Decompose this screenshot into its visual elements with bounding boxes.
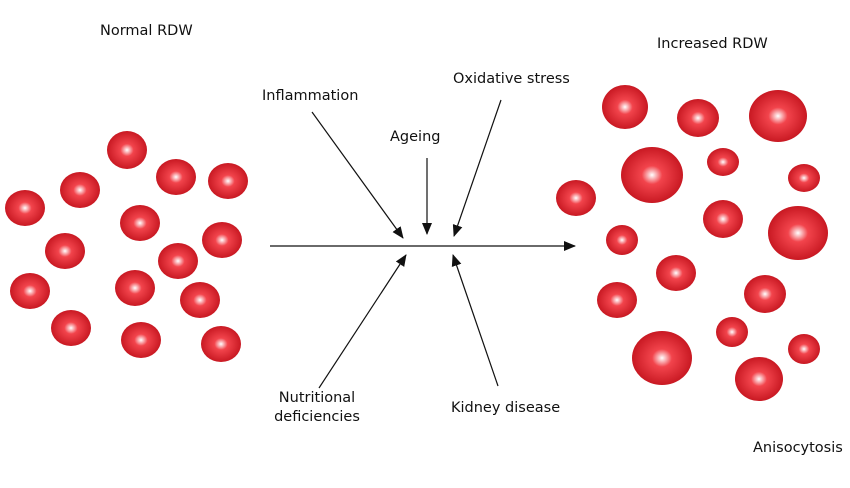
increased-red-blood-cell-icon-15 — [788, 334, 820, 364]
normal-red-blood-cell-icon-9 — [158, 243, 198, 279]
nutritional-line-1: Nutritional — [278, 390, 356, 406]
increased-rdw-label: Increased RDW — [657, 36, 768, 52]
normal-red-blood-cell-icon-2 — [60, 172, 100, 208]
nutritional-deficiencies-arrow — [318, 254, 407, 389]
oxidative-stress-label: Oxidative stress — [453, 71, 570, 87]
normal-red-blood-cell-icon-14 — [121, 322, 161, 358]
increased-red-blood-cell-icon-4 — [621, 147, 683, 203]
increased-red-blood-cell-icon-16 — [632, 331, 692, 385]
kidney-disease-label: Kidney disease — [451, 400, 561, 416]
increased-red-blood-cell-icon-1 — [602, 85, 648, 129]
normal-red-blood-cell-icon-1 — [107, 131, 147, 169]
increased-red-blood-cell-icon-8 — [703, 200, 743, 238]
increased-red-blood-cell-icon-11 — [656, 255, 696, 291]
normal-red-blood-cell-icon-13 — [51, 310, 91, 346]
normal-red-blood-cell-icon-7 — [45, 233, 85, 269]
normal-red-blood-cell-icon-6 — [120, 205, 160, 241]
normal-red-blood-cell-icon-12 — [180, 282, 220, 318]
normal-red-blood-cell-icon-4 — [208, 163, 248, 199]
normal-red-blood-cell-icon-15 — [201, 326, 241, 362]
nutritional-line-2: deficiencies — [274, 409, 360, 425]
increased-red-blood-cell-icon-6 — [788, 164, 820, 192]
increased-red-blood-cell-icon-10 — [606, 225, 638, 255]
arrow-group — [270, 99, 576, 389]
anisocytosis-label: Anisocytosis — [753, 440, 843, 456]
increased-red-blood-cell-icon-17 — [735, 357, 783, 401]
inflammation-label: Inflammation — [262, 88, 359, 104]
inflammation-arrow — [311, 111, 404, 239]
kidney-disease-arrow — [451, 254, 499, 387]
increased-red-blood-cell-icon-7 — [556, 180, 596, 216]
normal-red-blood-cell-icon-5 — [5, 190, 45, 226]
increased-red-blood-cell-icon-13 — [597, 282, 637, 318]
normal-red-blood-cell-icon-8 — [202, 222, 242, 258]
normal-rdw-cell-group — [5, 131, 248, 362]
increased-red-blood-cell-icon-9 — [768, 206, 828, 260]
normal-red-blood-cell-icon-3 — [156, 159, 196, 195]
increased-red-blood-cell-icon-12 — [744, 275, 786, 313]
increased-red-blood-cell-icon-14 — [716, 317, 748, 347]
increased-red-blood-cell-icon-5 — [707, 148, 739, 176]
oxidative-stress-arrow — [452, 99, 502, 237]
normal-red-blood-cell-icon-10 — [10, 273, 50, 309]
normal-red-blood-cell-icon-11 — [115, 270, 155, 306]
normal-rdw-label: Normal RDW — [100, 23, 193, 39]
nutritional-deficiencies-label: Nutritional deficiencies — [272, 389, 362, 427]
increased-red-blood-cell-icon-3 — [749, 90, 807, 142]
ageing-label: Ageing — [390, 129, 441, 145]
increased-rdw-cell-group — [556, 85, 828, 401]
increased-red-blood-cell-icon-2 — [677, 99, 719, 137]
